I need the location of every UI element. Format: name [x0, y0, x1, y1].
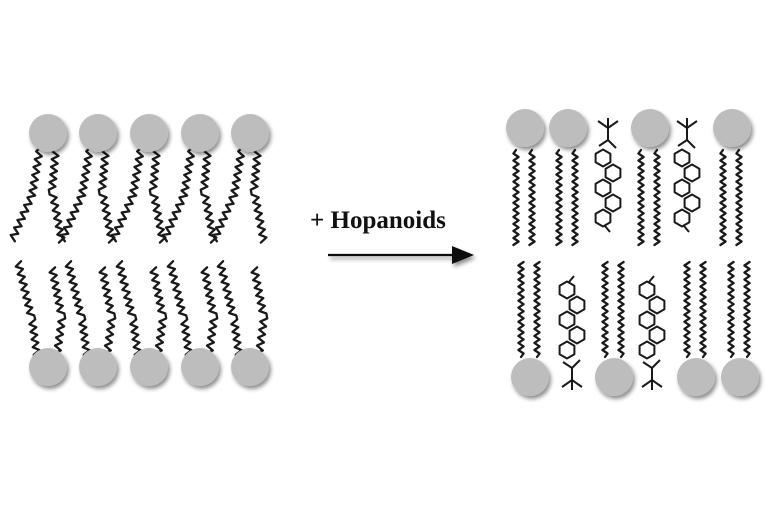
- acyl-tail: [743, 260, 751, 359]
- acyl-tail: [200, 266, 219, 364]
- hopanoid-ring: [683, 193, 701, 213]
- hopanoid-ring: [568, 295, 586, 315]
- hopanoid-ring: [558, 340, 576, 360]
- acyl-tail: [98, 266, 117, 364]
- hopanoid-ring: [638, 310, 656, 330]
- hopanoid-ring: [568, 325, 586, 345]
- hopanoid-side-chain: [641, 359, 663, 390]
- lipid-headgroup: [506, 109, 544, 147]
- hopanoid-molecule: [638, 275, 666, 390]
- arrow-right-icon: [328, 246, 474, 264]
- acyl-tail: [555, 148, 563, 247]
- hopanoid-ring: [594, 148, 612, 168]
- acyl-tail: [533, 260, 541, 359]
- hopanoid-tip: [683, 225, 690, 233]
- hopanoid-tip: [568, 275, 575, 283]
- hopanoid-ring: [638, 280, 656, 300]
- lipid-headgroup: [181, 348, 219, 386]
- acyl-tail: [517, 260, 525, 359]
- acyl-tail: [735, 148, 743, 247]
- lipid-headgroup: [511, 358, 549, 396]
- hopanoid-ring: [683, 163, 701, 183]
- acyl-tail: [699, 260, 707, 359]
- acyl-tail: [512, 148, 520, 247]
- acyl-tail: [617, 260, 625, 359]
- hopanoid-molecule: [673, 118, 701, 233]
- reaction-step: + Hopanoids: [310, 207, 474, 264]
- acyl-tail: [727, 260, 735, 359]
- lipid-headgroup: [549, 109, 587, 147]
- hopanoid-tip: [648, 275, 655, 283]
- disordered-bilayer: [9, 114, 269, 386]
- ordered-bilayer-with-hopanoids: [506, 109, 759, 396]
- hopanoid-ring: [673, 178, 691, 198]
- hopanoid-ring: [594, 208, 612, 228]
- lipid-headgroup: [130, 348, 168, 386]
- acyl-tail: [115, 260, 143, 364]
- hopanoid-side-chain: [676, 118, 698, 149]
- acyl-tail: [9, 146, 43, 243]
- hopanoid-molecule: [594, 118, 622, 233]
- hopanoid-ring: [604, 163, 622, 183]
- acyl-tail: [149, 266, 168, 364]
- hopanoid-ring: [558, 280, 576, 300]
- reaction-label: + Hopanoids: [310, 207, 446, 234]
- lipid-headgroup: [79, 348, 117, 386]
- acyl-tail: [637, 148, 645, 247]
- hopanoid-ring: [648, 295, 666, 315]
- hopanoid-tip: [604, 225, 611, 233]
- hopanoid-ring: [594, 178, 612, 198]
- lipid-headgroup: [79, 114, 117, 152]
- acyl-tail: [528, 148, 536, 247]
- hopanoid-ring: [673, 148, 691, 168]
- acyl-tail: [161, 146, 195, 243]
- lipid-headgroup: [713, 109, 751, 147]
- hopanoid-side-chain: [597, 118, 619, 149]
- lipid-headgroup: [231, 114, 269, 152]
- hopanoid-molecule: [558, 275, 586, 390]
- acyl-tail: [653, 148, 661, 247]
- hopanoid-ring: [673, 208, 691, 228]
- acyl-tail: [249, 146, 268, 244]
- acyl-tail: [14, 260, 42, 364]
- acyl-tail: [601, 260, 609, 359]
- acyl-tail: [97, 146, 116, 244]
- acyl-tail: [199, 146, 218, 244]
- acyl-tail: [59, 146, 93, 243]
- acyl-tail: [48, 266, 67, 364]
- acyl-tail: [166, 260, 194, 364]
- acyl-tail: [148, 146, 167, 244]
- hopanoid-ring: [604, 193, 622, 213]
- hopanoid-side-chain: [561, 359, 583, 390]
- acyl-tail: [250, 266, 269, 364]
- lipid-headgroup: [130, 114, 168, 152]
- acyl-tail: [571, 148, 579, 247]
- acyl-tail: [683, 260, 691, 359]
- lipid-headgroup: [29, 114, 67, 152]
- lipid-headgroup: [29, 348, 67, 386]
- lipid-headgroup: [595, 358, 633, 396]
- lipid-headgroup: [677, 358, 715, 396]
- acyl-tail: [110, 146, 144, 243]
- lipid-headgroup: [721, 358, 759, 396]
- lipid-headgroup: [231, 348, 269, 386]
- acyl-tail: [47, 146, 66, 244]
- hopanoid-ring: [558, 310, 576, 330]
- acyl-tail: [216, 260, 244, 364]
- hopanoid-ring: [638, 340, 656, 360]
- lipid-headgroup: [181, 114, 219, 152]
- hopanoid-ring: [648, 325, 666, 345]
- acyl-tail: [719, 148, 727, 247]
- acyl-tail: [64, 260, 92, 364]
- lipid-headgroup: [631, 109, 669, 147]
- acyl-tail: [211, 146, 245, 243]
